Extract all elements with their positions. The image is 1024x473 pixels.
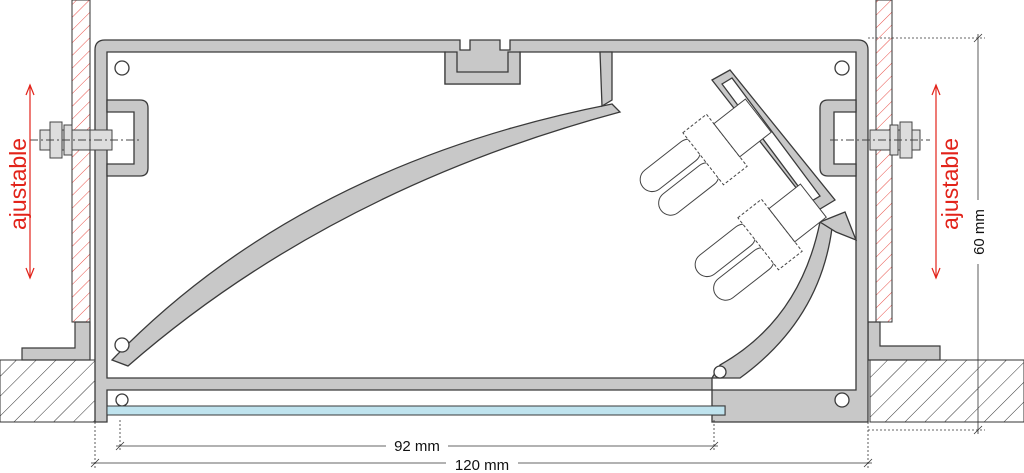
adjustable-arrow-right bbox=[931, 83, 941, 280]
adjustment-bolts bbox=[30, 121, 930, 159]
adjustable-arrow-left bbox=[25, 83, 35, 280]
diffuser-glass bbox=[106, 405, 726, 416]
glass-width-dimension: 92 mm bbox=[394, 438, 440, 455]
adjustable-label-right: ajustable bbox=[937, 138, 963, 230]
adjustable-label-left: ajustable bbox=[5, 138, 31, 230]
total-width-dimension: 120 mm bbox=[455, 457, 509, 473]
ceiling-hatch bbox=[0, 359, 1024, 423]
wall-plates bbox=[71, 0, 893, 323]
height-dimension: 60 mm bbox=[971, 209, 988, 255]
